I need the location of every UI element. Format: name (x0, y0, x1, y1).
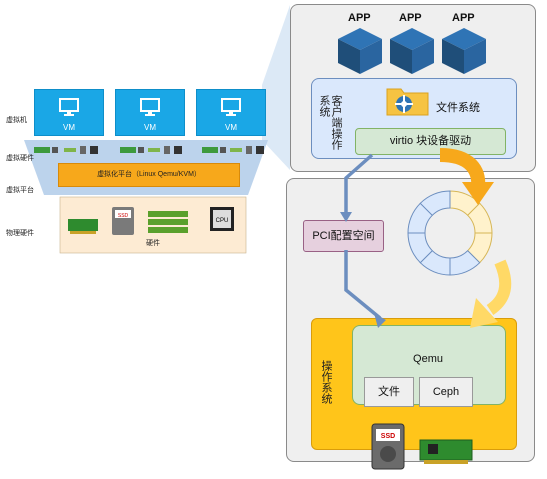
hardware-label: 硬件 (146, 238, 160, 247)
app-cube-icon (338, 28, 382, 74)
ceph-backend-box: Ceph (419, 377, 473, 407)
pci-config-box: PCI配置空间 (303, 220, 384, 252)
nic-icon (202, 147, 226, 153)
ssd-drive-icon: SSD (112, 207, 134, 235)
ssd-icon (164, 146, 170, 154)
cpu-icon (90, 146, 98, 154)
filesystem-label: 文件系统 (436, 102, 480, 114)
virtualization-platform-bar: 虚拟化平台（Linux Qemu/KVM） (58, 163, 240, 187)
qemu-label: Qemu (413, 353, 443, 365)
ssd-icon (246, 146, 252, 154)
label-platform: 虚拟平台 (6, 187, 34, 194)
monitor-icon (59, 98, 79, 116)
label-virtual-hw: 虚拟硬件 (6, 155, 34, 162)
blue-arrow-driver-to-pci (340, 153, 374, 222)
vm-label: VM (225, 123, 237, 132)
app-cube-icon (442, 28, 486, 74)
ssd-drive-icon (371, 423, 405, 470)
bottom-ssd-text: SSD (381, 433, 395, 440)
ram-icon (148, 148, 160, 152)
virtio-driver-box: virtio 块设备驱动 (355, 128, 506, 155)
nic-card-icon (419, 439, 473, 464)
app-label-2: APP (399, 12, 422, 24)
cpu-text: CPU (216, 218, 229, 224)
app-cube-icon (390, 28, 434, 74)
vm-label: VM (63, 123, 75, 132)
label-physical: 物理硬件 (6, 230, 34, 237)
vm-label: VM (144, 123, 156, 132)
app-cubes (338, 28, 486, 74)
monitor-icon (140, 98, 160, 116)
virtual-hw-icons (34, 146, 264, 154)
folder-icon (386, 88, 429, 116)
cpu-chip-icon: CPU (210, 207, 234, 231)
vm-box-1: VM (34, 89, 104, 136)
cpu-icon (174, 146, 182, 154)
ram-icon (230, 148, 242, 152)
yellow-arrow (470, 259, 512, 328)
ssd-icon (80, 146, 86, 154)
ram-modules-icon (148, 211, 188, 233)
guest-os-label: 客户端操作系统 (318, 95, 342, 150)
host-os-label: 操作系统 (320, 360, 332, 404)
physical-hardware-icons: SSD CPU 硬件 (68, 207, 234, 247)
monitor-icon (221, 98, 241, 116)
nic-card-icon (68, 219, 98, 234)
vm-box-2: VM (115, 89, 185, 136)
cpu-icon (256, 146, 264, 154)
blue-arrow-pci-to-qemu (344, 250, 386, 328)
vm-box-3: VM (196, 89, 266, 136)
ring-buffer (407, 190, 493, 276)
file-backend-box: 文件 (364, 377, 414, 407)
nic-icon (120, 147, 144, 153)
app-label-1: APP (348, 12, 371, 24)
ram-icon (64, 148, 76, 152)
label-vm-layer: 虚拟机 (6, 117, 27, 124)
nic-icon (34, 147, 58, 153)
app-label-3: APP (452, 12, 475, 24)
orange-arrow (439, 148, 494, 205)
ssd-text: SSD (118, 213, 129, 219)
